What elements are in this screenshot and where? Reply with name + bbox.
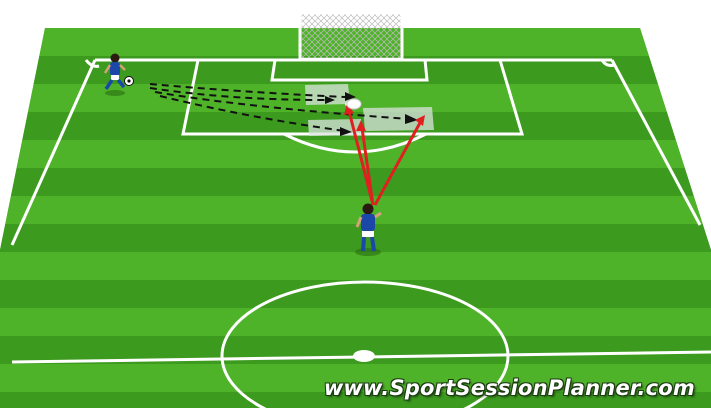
grass-stripe [0, 196, 711, 224]
grass-stripe [0, 140, 711, 168]
watermark-text: www.SportSessionPlanner.com [324, 376, 695, 400]
grass-stripe [0, 168, 711, 196]
goal [300, 13, 402, 59]
grass-stripe [0, 252, 711, 280]
grass-stripe [0, 224, 711, 252]
ball [347, 99, 361, 109]
grass-stripe [0, 280, 711, 308]
center-spot [353, 350, 375, 362]
grass-stripe [0, 308, 711, 336]
